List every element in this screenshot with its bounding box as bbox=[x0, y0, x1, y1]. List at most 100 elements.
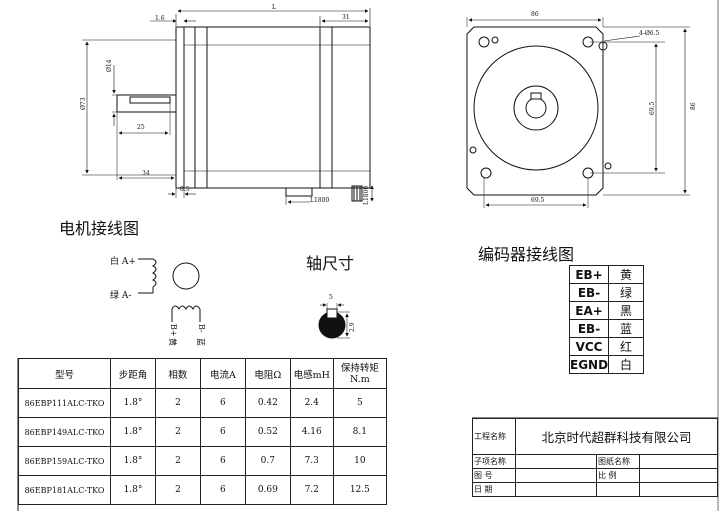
encoder-signal: EGND bbox=[568, 355, 610, 374]
spec-cell-torque: 12.5 bbox=[332, 475, 388, 505]
spec-header-phase: 相数 bbox=[154, 358, 201, 389]
tb-scale-value bbox=[639, 468, 718, 483]
spec-cell-resistance: 0.52 bbox=[244, 417, 291, 447]
dim-key-len: 25 bbox=[137, 124, 145, 131]
spec-header-torque-unit: N.m bbox=[349, 373, 370, 385]
spec-header-current: 电流A bbox=[199, 358, 246, 389]
encoder-row: EB+黄 bbox=[568, 265, 645, 284]
spec-header-inductance: 电感mH bbox=[289, 358, 334, 389]
spec-cell-phases: 2 bbox=[154, 446, 201, 476]
spec-cell-step-angle: 1.8° bbox=[110, 388, 156, 418]
spec-cell-inductance: 7.2 bbox=[289, 475, 334, 505]
tb-drawing-name-label: 图纸名称 bbox=[596, 454, 640, 469]
spec-cell-inductance: 2.4 bbox=[289, 388, 334, 418]
wire-b-minus-color: 蓝 bbox=[196, 338, 205, 346]
tb-subproject-value bbox=[515, 454, 597, 469]
spec-cell-torque: 8.1 bbox=[332, 417, 388, 447]
spec-cell-torque: 10 bbox=[332, 446, 388, 476]
dim-hole-spacing-v: 69.5 bbox=[649, 101, 656, 115]
encoder-row: EA+黑 bbox=[568, 301, 645, 320]
wiring-schematic bbox=[138, 258, 201, 322]
tb-date-value bbox=[515, 482, 597, 497]
encoder-title: 编码器接线图 bbox=[478, 245, 575, 264]
dim-rear: 31 bbox=[342, 14, 350, 21]
encoder-wire-color: 红 bbox=[608, 337, 645, 356]
motor-front-view bbox=[466, 17, 690, 208]
spec-cell-phases: 2 bbox=[154, 475, 201, 505]
dim-height-right: 86 bbox=[690, 102, 697, 110]
encoder-row: EB-蓝 bbox=[568, 319, 645, 338]
encoder-signal: VCC bbox=[568, 337, 610, 356]
shaft-section bbox=[318, 303, 350, 339]
spec-cell-phases: 2 bbox=[154, 417, 201, 447]
encoder-signal: EA+ bbox=[568, 301, 610, 320]
spec-cell-torque: 5 bbox=[332, 388, 388, 418]
dim-hole-spacing-h: 69.5 bbox=[531, 197, 545, 204]
encoder-wire-color: 黄 bbox=[608, 265, 645, 284]
tb-project-label: 工程名称 bbox=[472, 418, 516, 455]
spec-cell-current: 6 bbox=[199, 388, 246, 418]
spec-header-torque-label: 保持转矩 bbox=[340, 362, 379, 374]
dim-cable-len: L1800 bbox=[310, 197, 330, 204]
tb-drawing-name-value bbox=[639, 454, 718, 469]
encoder-row: EB-绿 bbox=[568, 283, 645, 302]
shaft-title: 轴尺寸 bbox=[306, 254, 355, 273]
spec-cell-step-angle: 1.8° bbox=[110, 475, 156, 505]
spec-cell-model: 86EBP111ALC-TKO bbox=[18, 388, 111, 418]
encoder-wire-color: 绿 bbox=[608, 283, 645, 302]
spec-cell-resistance: 0.7 bbox=[244, 446, 291, 476]
spec-cell-inductance: 7.3 bbox=[289, 446, 334, 476]
encoder-signal: EB- bbox=[568, 319, 610, 338]
tb-company: 北京时代超群科技有限公司 bbox=[515, 418, 718, 455]
dim-hole: 4-Ø6.5 bbox=[639, 30, 660, 37]
dim-length: L bbox=[272, 4, 276, 11]
tb-drawing-no-label: 图 号 bbox=[472, 468, 516, 483]
spec-table: 型号 步距角 相数 电流A 电阻Ω 电感mH 保持转矩 N.m 86EBP111… bbox=[18, 358, 388, 505]
wire-b-plus-color: 黄 bbox=[168, 338, 177, 346]
encoder-signal: EB- bbox=[568, 283, 610, 302]
wiring-title: 电机接线图 bbox=[59, 219, 140, 238]
tb-empty-value bbox=[639, 482, 718, 497]
title-block: 工程名称 北京时代超群科技有限公司 子项名称 图纸名称 图 号 比 例 日 期 bbox=[472, 418, 718, 497]
spec-cell-current: 6 bbox=[199, 417, 246, 447]
encoder-signal: EB+ bbox=[568, 265, 610, 284]
spec-cell-model: 86EBP159ALC-TKO bbox=[18, 446, 111, 476]
spec-header-torque: 保持转矩 N.m bbox=[332, 358, 388, 389]
spec-cell-resistance: 0.42 bbox=[244, 388, 291, 418]
spec-cell-step-angle: 1.8° bbox=[110, 417, 156, 447]
tb-empty-label bbox=[596, 482, 640, 497]
tb-drawing-no-value bbox=[515, 468, 597, 483]
wire-a-plus: 白 A+ bbox=[110, 257, 136, 267]
tb-scale-label: 比 例 bbox=[596, 468, 640, 483]
wire-b-minus: B- bbox=[197, 324, 206, 333]
tb-subproject-label: 子项名称 bbox=[472, 454, 516, 469]
encoder-wire-color: 黑 bbox=[608, 301, 645, 320]
wire-a-minus: 绿 A- bbox=[110, 291, 132, 301]
dim-width-top: 86 bbox=[531, 11, 539, 18]
spec-header-step: 步距角 bbox=[110, 358, 156, 389]
spec-cell-current: 6 bbox=[199, 475, 246, 505]
dim-pilot-dia: Ø73 bbox=[80, 97, 87, 110]
spec-cell-current: 6 bbox=[199, 446, 246, 476]
motor-side-view bbox=[82, 8, 374, 205]
dim-cable-len-v: L1800 bbox=[363, 185, 370, 205]
dim-flange-step: 8.5 bbox=[180, 186, 190, 193]
tb-date-label: 日 期 bbox=[472, 482, 516, 497]
spec-header-resistance: 电阻Ω bbox=[244, 358, 291, 389]
spec-cell-resistance: 0.69 bbox=[244, 475, 291, 505]
spec-header-row: 型号 步距角 相数 电流A 电阻Ω 电感mH 保持转矩 N.m bbox=[18, 358, 388, 389]
spec-cell-step-angle: 1.8° bbox=[110, 446, 156, 476]
encoder-wire-color: 蓝 bbox=[608, 319, 645, 338]
dim-shaft-len: 34 bbox=[142, 170, 150, 177]
spec-cell-model: 86EBP149ALC-TKO bbox=[18, 417, 111, 447]
encoder-wire-color: 白 bbox=[608, 355, 645, 374]
dim-key-width: 5 bbox=[329, 294, 333, 301]
spec-header-model: 型号 bbox=[18, 358, 111, 389]
spec-cell-model: 86EBP181ALC-TKO bbox=[18, 475, 111, 505]
